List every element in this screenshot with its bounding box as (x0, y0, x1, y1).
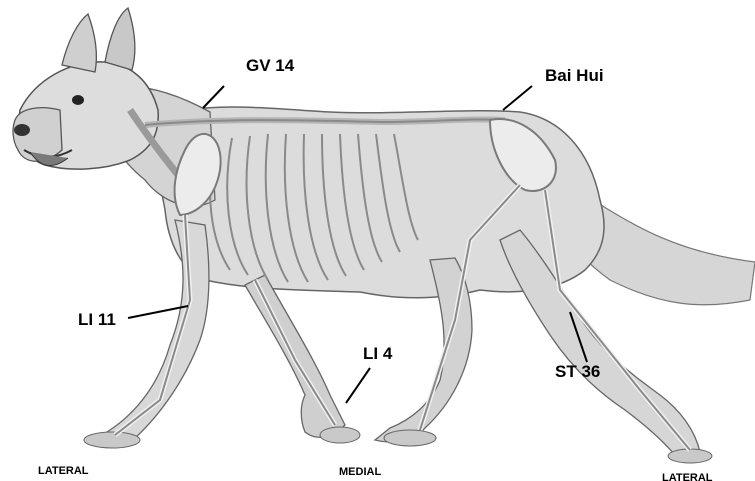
lateral-view-label-left: LATERAL (38, 465, 89, 477)
medial-view-label: MEDIAL (339, 466, 381, 478)
bai-hui-label: Bai Hui (545, 66, 604, 86)
li4-label: LI 4 (363, 344, 392, 364)
lateral-view-label-right: LATERAL (662, 472, 713, 481)
st36-label: ST 36 (555, 362, 600, 382)
gv14-label: GV 14 (246, 56, 294, 76)
li4-leader-line (346, 368, 370, 403)
li11-label: LI 11 (78, 310, 116, 330)
bai-hui-leader-line (503, 86, 532, 110)
dog-body (13, 8, 755, 305)
gv14-leader-line (203, 86, 224, 108)
